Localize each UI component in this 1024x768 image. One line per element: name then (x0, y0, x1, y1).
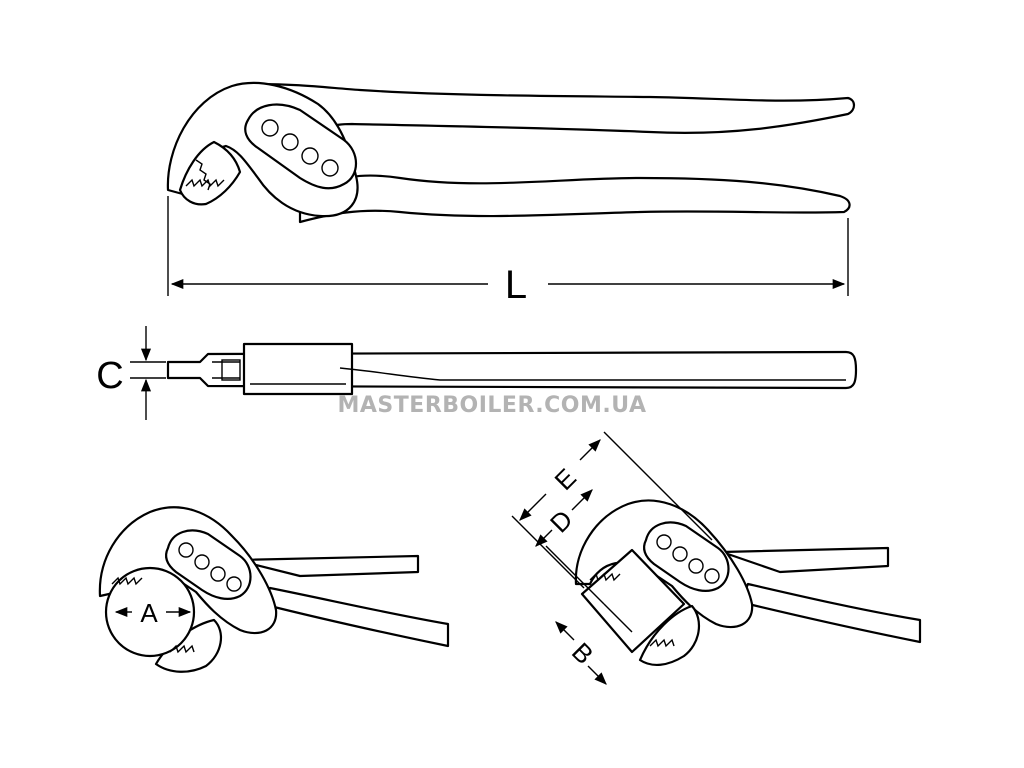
slot-holes (261, 119, 339, 177)
thickness-dimension: C (96, 326, 166, 420)
pliers-top-view (166, 342, 858, 396)
right-lower-jaw (638, 604, 701, 666)
right-handle-upper (720, 546, 890, 574)
length-dimension: L (167, 196, 849, 307)
flat-capacity-view: E D B (511, 431, 922, 685)
right-slot-holes (656, 534, 720, 584)
left-handle-upper (234, 554, 420, 578)
adjusting-slot (244, 103, 358, 190)
flat-workpiece (580, 548, 686, 654)
length-label: L (505, 263, 527, 307)
flat-capacity-label: B (566, 637, 599, 670)
right-teeth-lower (649, 638, 675, 648)
lower-handle (298, 174, 851, 224)
left-handle-lower (260, 586, 450, 648)
round-capacity-label: A (140, 598, 158, 628)
watermark: MASTERBOILER.COM.UA (338, 393, 647, 418)
right-handle-lower (738, 582, 922, 644)
thickness-label: C (96, 355, 123, 397)
jaw-teeth (185, 159, 225, 191)
right-teeth-upper (589, 572, 621, 582)
jaw-opening-outer-label: E (549, 463, 582, 496)
upper-handle (256, 82, 856, 142)
left-teeth-upper (111, 576, 143, 586)
pliers-side-view (166, 81, 856, 224)
left-teeth-lower (169, 644, 195, 654)
left-slot-holes (178, 542, 242, 592)
round-pipe (104, 566, 196, 658)
round-capacity-view: A (98, 506, 450, 673)
top-view-joint (242, 342, 354, 396)
serrated-jaw (178, 140, 242, 206)
